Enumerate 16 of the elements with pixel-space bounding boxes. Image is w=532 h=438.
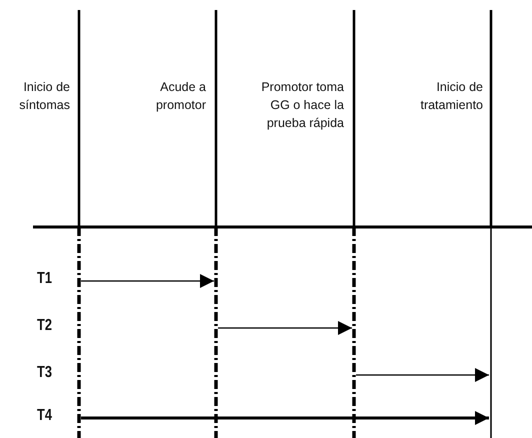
interval-label: T4 <box>37 407 52 425</box>
arrow <box>218 321 352 335</box>
timeline-divider <box>214 10 218 438</box>
interval-label: T1 <box>37 270 52 288</box>
timeline-divider <box>489 10 493 438</box>
arrow <box>81 274 214 288</box>
milestone-label: Promotor toma GG o hace la prueba rápida <box>260 79 344 132</box>
interval-label: T3 <box>37 364 52 382</box>
arrow <box>81 411 489 425</box>
milestone-label: Inicio de síntomas <box>18 79 70 114</box>
arrow <box>356 368 489 382</box>
milestone-label: Inicio de tratamiento <box>419 79 483 114</box>
timeline-divider <box>77 10 81 438</box>
interval-label: T2 <box>37 317 52 335</box>
timeline-divider <box>352 10 356 438</box>
milestone-label: Acude a promotor <box>154 79 206 114</box>
